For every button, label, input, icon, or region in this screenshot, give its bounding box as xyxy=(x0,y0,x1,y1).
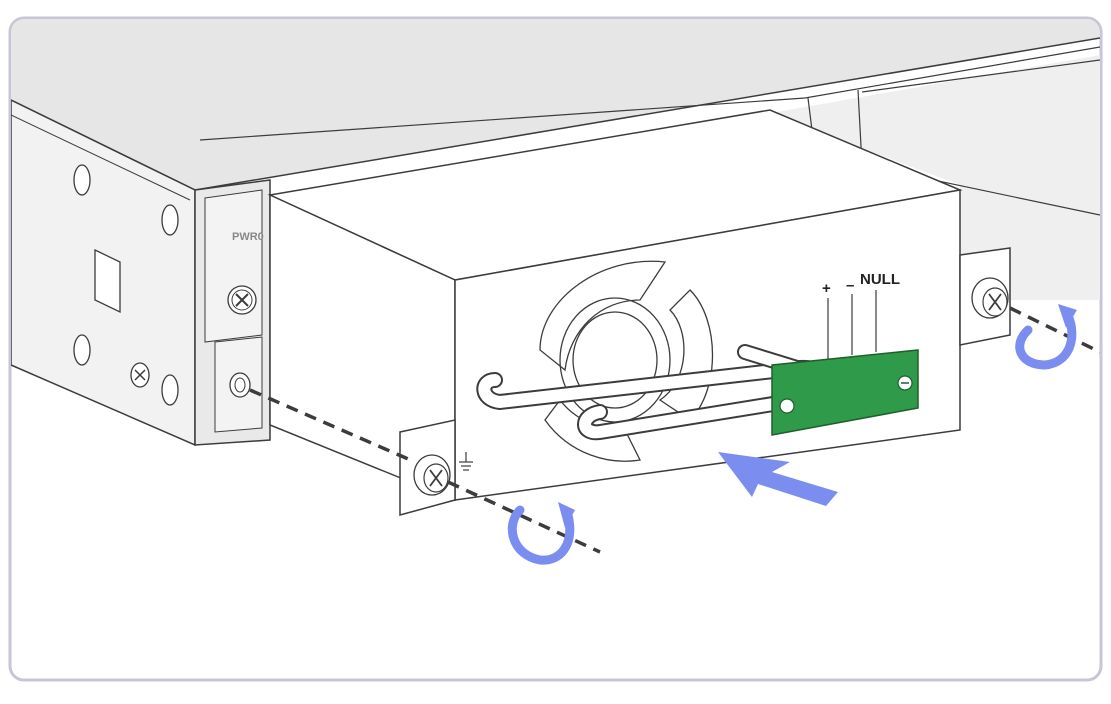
captive-screw-right[interactable] xyxy=(971,277,1009,319)
screw-hole-icon xyxy=(229,372,251,398)
terminal-label-null: NULL xyxy=(860,271,900,288)
terminal-label-minus: – xyxy=(846,277,854,294)
rotate-arrow-icon xyxy=(1015,304,1077,370)
screw-axis-left xyxy=(447,480,601,554)
terminal-label-plus: + xyxy=(822,280,831,297)
screw-icon xyxy=(130,362,150,388)
slot-label-pwr0: PWR0 xyxy=(232,231,264,243)
screw-axis-right xyxy=(1009,306,1100,354)
screw-icon xyxy=(227,285,257,315)
arrow-icon xyxy=(718,452,838,506)
chassis-top xyxy=(11,19,1100,190)
captive-screw-left[interactable] xyxy=(413,454,451,496)
screw-axis-left-inner xyxy=(249,388,416,464)
ground-icon xyxy=(459,452,473,471)
terminal-block xyxy=(771,349,919,436)
rotate-arrow-icon xyxy=(507,502,575,565)
chassis-front-right xyxy=(760,55,1100,300)
